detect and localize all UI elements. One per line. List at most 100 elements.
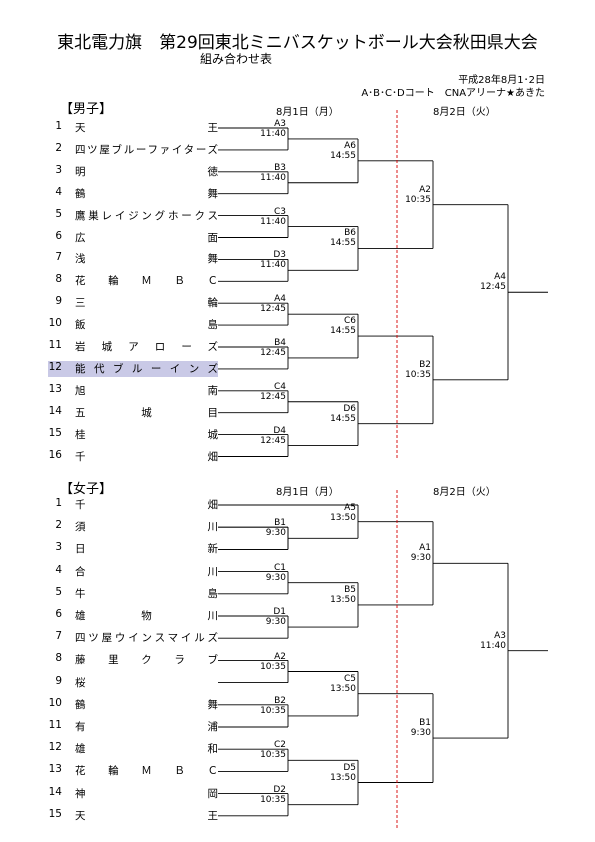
game-time: 11:40 xyxy=(480,640,506,651)
game-time: 10:35 xyxy=(260,794,286,805)
team-number: 11 xyxy=(48,339,62,351)
team-number: 2 xyxy=(55,141,62,154)
team-name: 三輪 xyxy=(75,297,218,310)
game-court: A3 xyxy=(274,118,286,129)
game-court: A2 xyxy=(419,184,431,195)
game-time: 12:45 xyxy=(260,435,286,446)
girls-day2-label: 8月2日（火） xyxy=(433,487,496,498)
team-number: 6 xyxy=(55,608,62,620)
game-court: B5 xyxy=(344,584,356,595)
team-name: 鶴舞 xyxy=(75,698,218,711)
game-time: 10:35 xyxy=(405,194,431,205)
game-court: C1 xyxy=(273,562,286,573)
game-court: B6 xyxy=(344,228,356,239)
game-court: A2 xyxy=(274,651,286,662)
game-time: 13:50 xyxy=(330,772,356,783)
game-court: B1 xyxy=(274,518,286,529)
team-name: 千畑 xyxy=(75,450,218,463)
game-time: 9:30 xyxy=(410,553,431,564)
team-name: 旭南 xyxy=(75,384,218,397)
boys-section-label: 【男子】 xyxy=(60,102,113,117)
game-court: D6 xyxy=(343,403,356,414)
team-name: 桂城 xyxy=(75,428,218,441)
team-number: 7 xyxy=(55,251,62,264)
team-row: 7 浅舞 xyxy=(48,251,218,267)
game-court: B4 xyxy=(274,337,286,348)
team-name: 日新 xyxy=(75,543,218,556)
team-name: 合川 xyxy=(75,565,218,578)
team-row: 6 広面 xyxy=(48,230,218,246)
team-row: 16 千畑 xyxy=(48,449,218,465)
team-name: 能代ブルーインズ xyxy=(75,362,218,375)
game-court: C5 xyxy=(343,673,356,684)
game-time: 9:30 xyxy=(265,617,286,628)
team-number: 11 xyxy=(48,719,62,731)
game-time: 9:30 xyxy=(265,528,286,539)
team-number: 15 xyxy=(48,426,62,439)
team-row: 2 四ツ屋ブルーファイターズ xyxy=(48,142,218,158)
game-time: 13:50 xyxy=(330,594,356,605)
team-name: 花輪ＭＢＣ xyxy=(75,765,218,778)
game-time: 12:45 xyxy=(260,391,286,402)
team-row: 9 三輪 xyxy=(48,295,218,311)
team-number: 6 xyxy=(55,229,62,242)
game-time: 9:30 xyxy=(265,572,286,583)
team-number: 8 xyxy=(55,652,62,665)
page-subtitle: 組み合わせ表 xyxy=(200,52,273,66)
team-number: 13 xyxy=(48,763,62,776)
team-name: 鶴舞 xyxy=(75,187,218,200)
team-row: 8 藤里クラブ xyxy=(48,652,218,668)
team-number: 4 xyxy=(55,563,62,576)
team-number: 13 xyxy=(48,382,62,395)
team-name: 四ツ屋ブルーファイターズ xyxy=(75,143,218,156)
team-name: 浅舞 xyxy=(75,253,218,266)
team-number: 5 xyxy=(55,585,62,598)
game-court: D5 xyxy=(343,762,356,773)
team-name: 須川 xyxy=(75,521,218,534)
team-number: 14 xyxy=(48,785,62,798)
game-time: 10:35 xyxy=(260,750,286,761)
team-number: 14 xyxy=(48,404,62,417)
team-name: 藤里クラブ xyxy=(75,654,218,667)
game-time: 10:35 xyxy=(260,705,286,716)
girls-section-label: 【女子】 xyxy=(60,482,113,497)
team-number: 16 xyxy=(48,448,62,461)
team-number: 8 xyxy=(55,273,62,286)
boys-day2-label: 8月2日（火） xyxy=(433,107,496,118)
team-number: 9 xyxy=(55,295,62,308)
game-time: 12:45 xyxy=(260,347,286,358)
team-number: 5 xyxy=(55,207,62,220)
team-number: 9 xyxy=(55,674,62,687)
event-venue: A･B･C･Dコート CNAアリーナ★あきた xyxy=(361,88,545,99)
game-time: 14:55 xyxy=(330,150,356,161)
game-court: A1 xyxy=(419,543,431,554)
game-time: 12:45 xyxy=(480,282,506,293)
team-name: 広面 xyxy=(75,231,218,244)
team-name: 天王 xyxy=(75,122,218,134)
team-number: 7 xyxy=(55,630,62,643)
